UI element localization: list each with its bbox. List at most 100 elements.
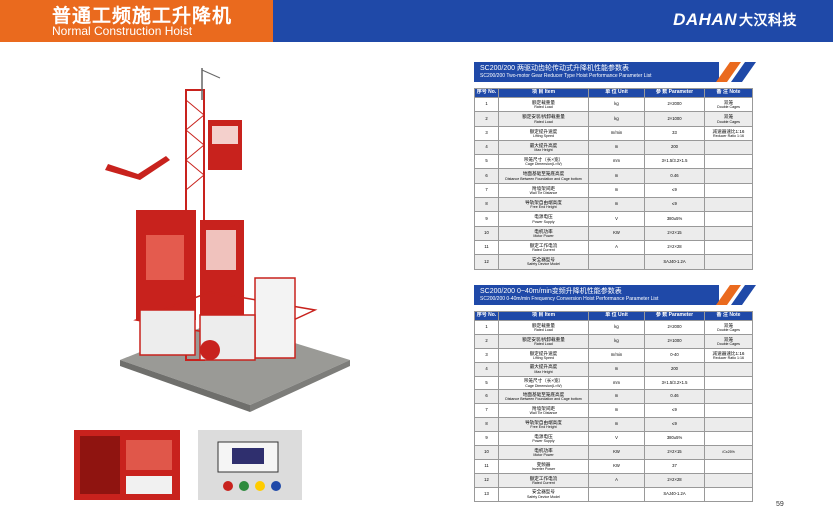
row-parameter: 33 — [644, 125, 705, 141]
column-header: 参 数 Parameter — [644, 88, 705, 98]
item-en: Power Supply — [532, 219, 555, 224]
row-unit: mm — [588, 154, 645, 170]
item-en: Safety Device Model — [527, 262, 560, 267]
row-parameter: ≤9 — [644, 417, 705, 433]
row-unit: m/min — [588, 347, 645, 363]
row-parameter: ≤9 — [644, 197, 705, 213]
item-zh: 额定工作电流 — [529, 242, 558, 248]
item-en: Free End Height — [530, 425, 557, 430]
row-note — [704, 225, 753, 241]
row-note — [704, 182, 753, 199]
page-number: 59 — [776, 501, 784, 508]
header-orange-band — [0, 0, 273, 42]
item-en: Rated Current — [532, 248, 555, 253]
column-header: 序号 No. — [474, 88, 499, 98]
row-note — [704, 417, 753, 433]
item-en: Rated Load — [534, 119, 553, 124]
row-unit: m — [588, 139, 645, 156]
row-parameter: 2×2×15 — [644, 225, 705, 241]
item-en: Wall Tie Distance — [529, 191, 558, 195]
row-note — [704, 431, 753, 447]
row-unit: A — [588, 472, 645, 488]
note-en: Reducer Ratio 1:16 — [713, 355, 744, 360]
note-zh: 双笼 — [723, 322, 734, 328]
item-en: Rated Load — [534, 328, 553, 333]
item-zh: 地面基础至笼底高度 — [522, 392, 565, 398]
table2-title-zh: SC200/200 0~40m/min变频升降机性能参数表 — [480, 288, 622, 295]
row-note — [704, 254, 753, 270]
row-parameter: 0.46 — [644, 168, 705, 184]
note-zh: 双笼 — [723, 114, 734, 120]
row-number: 13 — [474, 486, 499, 502]
row-number: 5 — [474, 154, 499, 170]
item-en: Lifting Speed — [533, 355, 554, 360]
item-zh: 额定提升速度 — [529, 350, 558, 356]
note-en: Double Cages — [717, 105, 740, 110]
item-en: Lifting Speed — [533, 133, 554, 138]
brand-name-en: DAHAN — [673, 10, 737, 29]
item-zh: 附墙架间距 — [532, 185, 555, 191]
row-parameter: 37 — [644, 458, 705, 474]
row-parameter: 200 — [644, 361, 705, 377]
row-number: 10 — [474, 445, 499, 460]
row-note — [704, 472, 753, 488]
item-zh: 吊笼尺寸（长×宽） — [523, 157, 564, 163]
item-zh: 吊笼尺寸（长×宽） — [523, 378, 564, 384]
row-parameter: 2×1000 — [644, 111, 705, 127]
row-parameter: 200 — [644, 139, 705, 156]
row-number: 8 — [474, 417, 499, 433]
table1-title-en: SC200/200 Two-motor Gear Reducer Type Ho… — [480, 73, 652, 79]
row-parameter: 2×2×28 — [644, 239, 705, 256]
row-unit: m — [588, 182, 645, 199]
row-unit: m — [588, 389, 645, 405]
row-unit: m — [588, 361, 645, 377]
item-zh: 额定载重量 — [532, 322, 555, 328]
row-note — [704, 458, 753, 474]
row-parameter: 380±5% — [644, 431, 705, 447]
row-item: 吊笼尺寸（长×宽）Cage Dimension(L×W) — [498, 375, 589, 391]
item-zh: 额定提升速度 — [529, 128, 558, 134]
row-item: 吊笼尺寸（长×宽）Cage Dimension(L×W) — [498, 154, 589, 170]
row-number: 1 — [474, 320, 499, 335]
row-number: 10 — [474, 225, 499, 241]
construction-hoist-illustration — [105, 68, 350, 412]
column-header: 项 目 Item — [498, 88, 589, 98]
row-parameter: 2×2000 — [644, 320, 705, 335]
row-number: 12 — [474, 254, 499, 270]
row-unit: V — [588, 431, 645, 447]
row-number: 12 — [474, 472, 499, 488]
item-en: Wall Tie Distance — [529, 411, 558, 416]
item-en: Motor Power — [533, 233, 554, 238]
item-zh: 导轨架自由端高度 — [525, 200, 562, 206]
item-zh: 变频器 — [536, 461, 551, 467]
item-zh: 安全器型号 — [532, 489, 555, 495]
item-en: Power Supply — [532, 439, 555, 444]
row-number: 4 — [474, 361, 499, 377]
row-number: 7 — [474, 403, 499, 419]
item-zh: 电源电压 — [534, 214, 553, 220]
row-parameter: 380±5% — [644, 211, 705, 227]
note-en: Double Cages — [717, 119, 740, 124]
row-note — [704, 389, 753, 405]
